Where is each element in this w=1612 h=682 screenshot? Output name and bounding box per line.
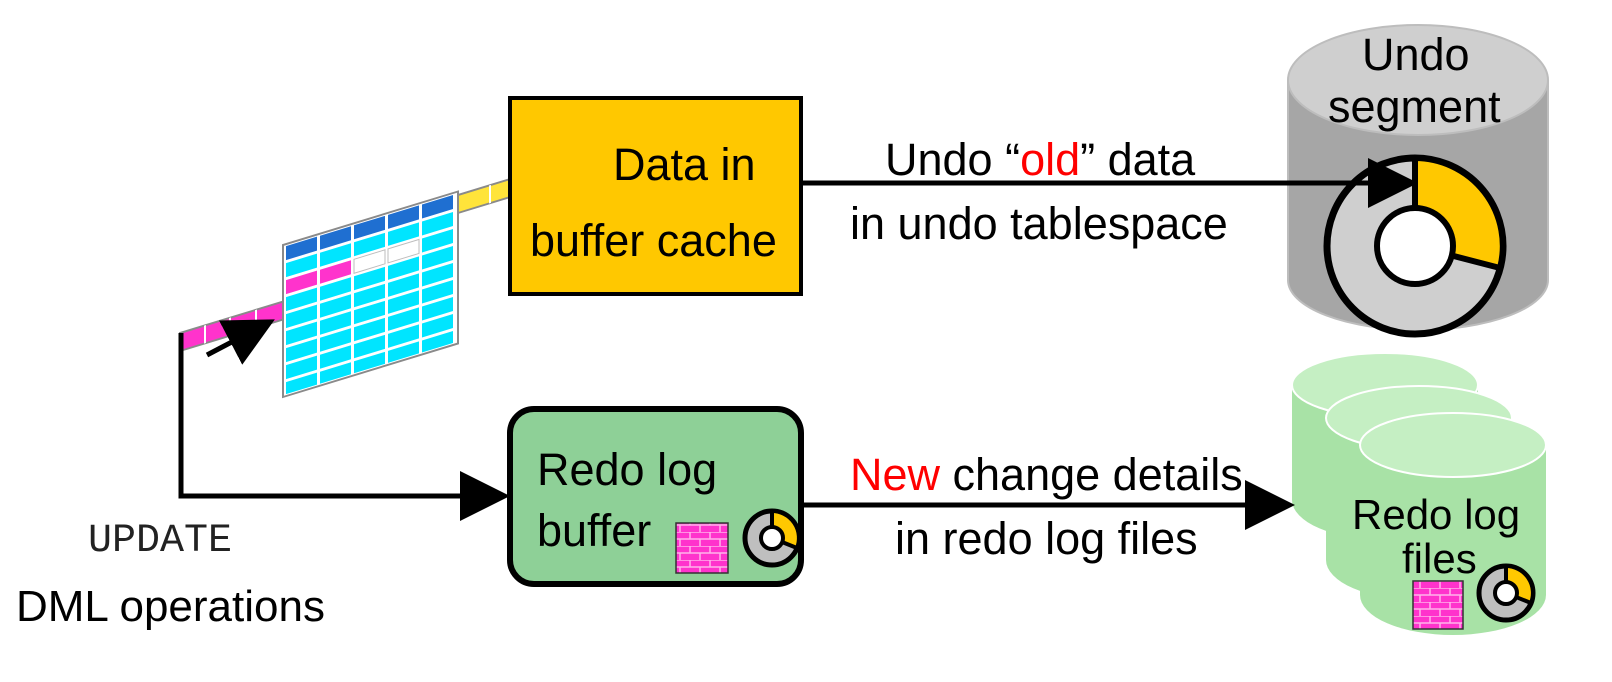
redo-flow-line1: New change details bbox=[850, 452, 1243, 497]
redo-files-label-line2: files bbox=[1402, 535, 1477, 582]
undo-flow-line1: Undo “old” data bbox=[885, 137, 1195, 182]
brick-icon bbox=[675, 522, 729, 574]
dml-to-redo-arrow bbox=[178, 333, 510, 521]
redo-flow-suffix: change details bbox=[940, 449, 1243, 500]
redo-file-ring-icon bbox=[1476, 563, 1536, 623]
update-statement: UPDATE bbox=[88, 519, 233, 564]
table-grid-icon bbox=[282, 190, 459, 399]
redo-buffer-label-line2: buffer bbox=[537, 505, 652, 556]
redo-file-brick-icon bbox=[1412, 580, 1464, 630]
undo-segment-label-line2: segment bbox=[1328, 81, 1501, 132]
undo-flow-line2: in undo tablespace bbox=[850, 198, 1228, 249]
redo-files-label-line1: Redo log bbox=[1352, 491, 1521, 538]
redo-flow-line2: in redo log files bbox=[895, 513, 1198, 564]
undo-flow-suffix: ” data bbox=[1080, 134, 1196, 185]
dml-operations-caption: DML operations bbox=[16, 582, 325, 631]
redo-buffer-label-line1: Redo log bbox=[537, 444, 718, 495]
redo-flow-highlight: New bbox=[850, 449, 941, 500]
undo-ring-icon bbox=[742, 508, 802, 568]
buffer-cache-label-line1: Data in bbox=[613, 139, 756, 190]
row-in-arrow bbox=[205, 319, 275, 365]
undo-flow-highlight: old bbox=[1020, 134, 1081, 185]
buffer-cache-label-line2: buffer cache bbox=[530, 215, 777, 266]
buffer-cache-box bbox=[508, 96, 803, 296]
undo-flow-prefix: Undo “ bbox=[885, 134, 1021, 185]
undo-segment-label-line1: Undo bbox=[1362, 29, 1470, 80]
